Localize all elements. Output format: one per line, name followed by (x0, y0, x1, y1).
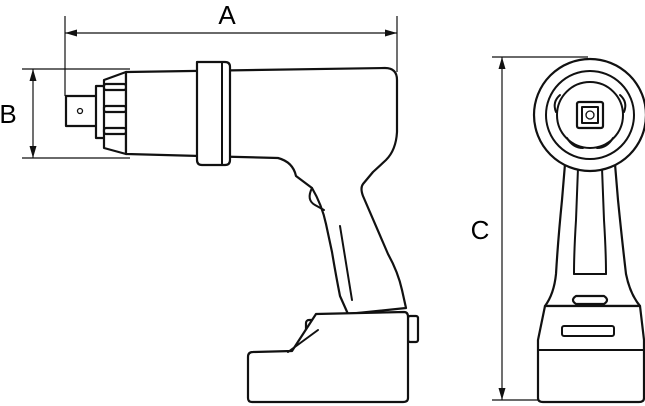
dimension-b: B (0, 68, 130, 159)
front-latch (571, 294, 609, 306)
front-head (532, 57, 645, 173)
dimension-c-label: C (471, 215, 490, 245)
tool-body (124, 66, 408, 316)
front-battery (536, 304, 645, 404)
front-handle (543, 150, 642, 308)
dimension-b-label: B (0, 99, 17, 129)
dimension-a: A (64, 0, 398, 96)
dimension-a-label: A (218, 0, 236, 30)
side-view (64, 60, 420, 404)
front-collar (195, 60, 232, 167)
battery-pack (246, 310, 420, 404)
trigger (308, 187, 325, 211)
square-drive (64, 84, 108, 140)
front-view (532, 57, 645, 404)
gear-head (102, 70, 128, 156)
